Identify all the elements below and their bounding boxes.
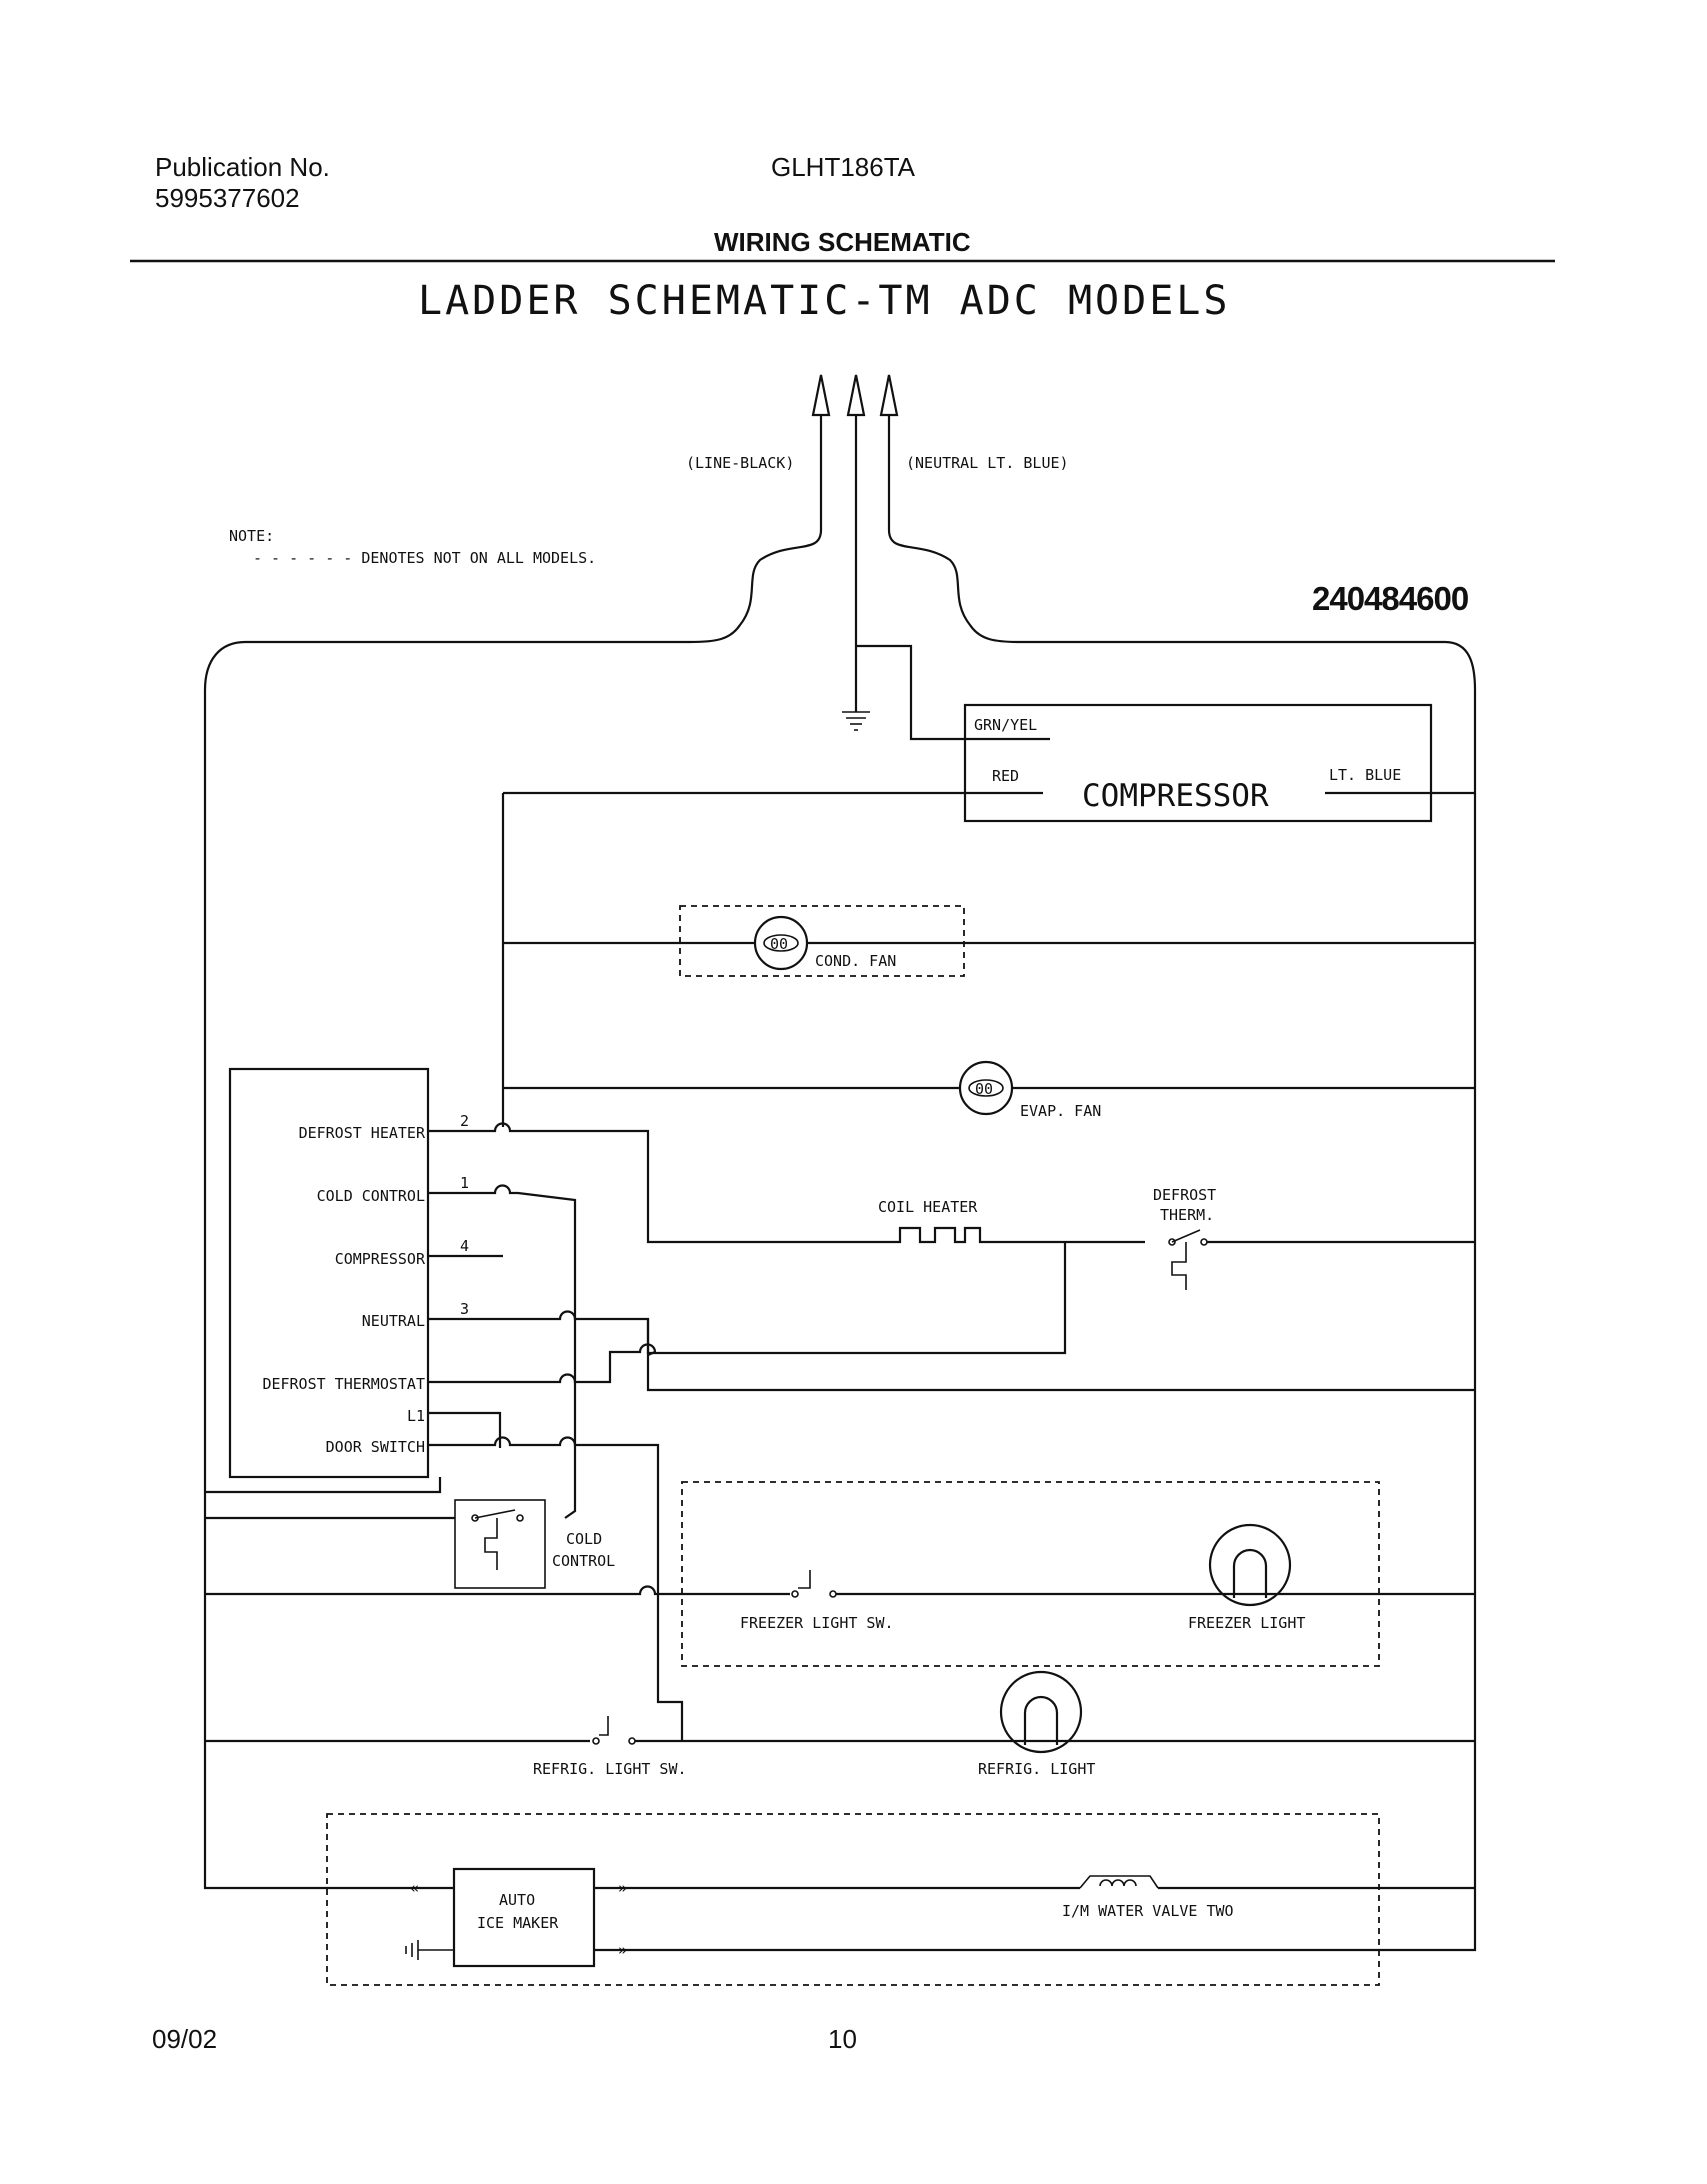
coil-heater-label: COIL HEATER: [878, 1198, 978, 1216]
diagram-serial: 240484600: [1312, 580, 1469, 617]
freezer-light-wire-left: [205, 1585, 790, 1596]
footer-page: 10: [828, 2024, 857, 2054]
compressor-lt-blue-label: LT. BLUE: [1329, 766, 1401, 784]
diagram-title: LADDER SCHEMATIC-TM ADC MODELS: [418, 278, 1230, 324]
timer-pin-l1: L1: [407, 1407, 425, 1425]
svg-text:00: 00: [975, 1080, 993, 1098]
section-title: WIRING SCHEMATIC: [714, 227, 971, 257]
grn-yel-wire: [856, 644, 1050, 741]
evap-fan-motor-icon: 00: [958, 1060, 1014, 1116]
water-valve-solenoid-icon: [1079, 1875, 1159, 1889]
timer-wiring: [205, 1122, 1475, 1602]
neutral-label: (NEUTRAL LT. BLUE): [906, 454, 1069, 472]
pin-number-3: 3: [460, 1300, 469, 1318]
timer-pin-defrost-thermostat: DEFROST THERMOSTAT: [262, 1375, 425, 1393]
neutral-bus: [594, 529, 1477, 1952]
cold-control-switch-icon: [471, 1509, 524, 1570]
publication-label: Publication No.: [155, 152, 330, 182]
defrost-timer-box: [228, 1067, 430, 1479]
coil-heater-icon: [880, 1226, 1145, 1244]
refrig-light-switch-icon: [592, 1716, 636, 1745]
compressor-red-label: RED: [992, 767, 1019, 785]
cold-control-box: [454, 1499, 546, 1589]
cond-fan-optional-box: [679, 905, 965, 977]
evap-fan-label: EVAP. FAN: [1020, 1102, 1101, 1120]
freezer-light-bulb-icon: [1208, 1523, 1292, 1607]
timer-pin-cold-control: COLD CONTROL: [317, 1187, 425, 1205]
freezer-light-label: FREEZER LIGHT: [1188, 1614, 1305, 1632]
cond-fan-motor-icon: 00: [753, 915, 809, 971]
pin-number-2: 2: [460, 1112, 469, 1130]
note-text: - - - - - - DENOTES NOT ON ALL MODELS.: [253, 549, 596, 567]
publication-number: 5995377602: [155, 183, 300, 213]
pin-number-1: 1: [460, 1174, 469, 1192]
refrig-light-label: REFRIG. LIGHT: [978, 1760, 1095, 1778]
compressor-label: COMPRESSOR: [1082, 778, 1269, 814]
svg-text:00: 00: [770, 935, 788, 953]
ice-maker-optional-box: [326, 1813, 1380, 1986]
ice-maker-label-1: AUTO: [499, 1891, 535, 1909]
water-valve-label: I/M WATER VALVE TWO: [1062, 1902, 1234, 1920]
footer-date: 09/02: [152, 2024, 218, 2054]
refrig-light-sw-label: REFRIG. LIGHT SW.: [533, 1760, 687, 1778]
cond-fan-label: COND. FAN: [815, 952, 896, 970]
ground-icon: [842, 711, 870, 731]
line-label: (LINE-BLACK): [686, 454, 794, 472]
defrost-therm-label-2: THERM.: [1160, 1206, 1214, 1224]
ice-maker-connector-bottom: »: [618, 1941, 627, 1959]
freezer-light-optional-box: [681, 1481, 1380, 1667]
refrig-light-feed-wire: [656, 1602, 684, 1741]
pin-number-4: 4: [460, 1237, 469, 1255]
refrig-light-bulb-icon: [999, 1670, 1083, 1754]
timer-pin-door-switch: DOOR SWITCH: [326, 1438, 425, 1456]
supply-arrows: [811, 374, 899, 712]
line-bus: [203, 529, 823, 1890]
freezer-light-sw-label: FREEZER LIGHT SW.: [740, 1614, 894, 1632]
ice-maker-connector-left: «: [410, 1879, 419, 1897]
model-number: GLHT186TA: [771, 152, 916, 182]
defrost-therm-label-1: DEFROST: [1153, 1186, 1216, 1204]
compressor-grn-yel-label: GRN/YEL: [974, 716, 1037, 734]
defrost-thermostat-icon: [1168, 1229, 1475, 1290]
timer-pin-neutral: NEUTRAL: [362, 1312, 425, 1330]
freezer-light-switch-icon: [791, 1570, 837, 1598]
cold-control-label-1: COLD: [566, 1530, 602, 1548]
ice-maker-connector-right: »: [618, 1879, 627, 1897]
timer-pin-compressor: COMPRESSOR: [335, 1250, 426, 1268]
ice-maker-ground-icon: [405, 1940, 454, 1960]
timer-pin-defrost-heater: DEFROST HEATER: [299, 1124, 426, 1142]
compressor-box: [963, 703, 1433, 823]
cold-control-label-2: CONTROL: [552, 1552, 615, 1570]
note-label: NOTE:: [229, 527, 274, 545]
ice-maker-label-2: ICE MAKER: [477, 1914, 559, 1932]
ice-maker-box: [452, 1867, 596, 1968]
